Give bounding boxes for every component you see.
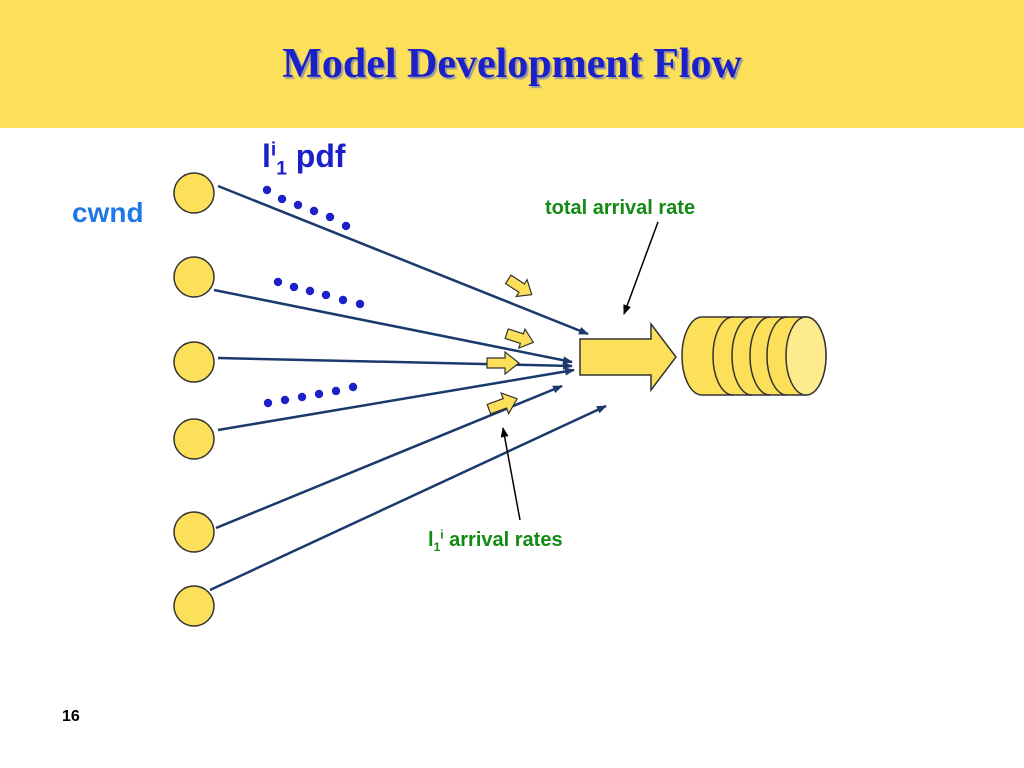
arrival-rates-label: l1i arrival rates — [428, 527, 563, 554]
source-node-4 — [173, 418, 215, 460]
small-arrow-1 — [504, 274, 533, 298]
flow-line-1 — [217, 184, 589, 336]
small-arrow-3 — [486, 350, 520, 376]
source-node-5 — [173, 511, 215, 553]
source-node-6 — [173, 585, 215, 627]
pdf-label: li1 pdf — [262, 138, 346, 180]
flow-line-3 — [217, 356, 573, 370]
total-rate-pointer — [623, 221, 659, 315]
source-node-1 — [173, 172, 215, 214]
small-arrow-4 — [486, 391, 518, 416]
dot-row-2 — [273, 277, 365, 309]
source-node-3 — [173, 341, 215, 383]
dot-row-1 — [262, 185, 351, 231]
queue-cylinder — [681, 316, 827, 396]
flow-line-6 — [209, 404, 607, 592]
cwnd-label: cwnd — [72, 197, 144, 228]
arrival-rates-pointer — [500, 427, 521, 521]
aggregate-arrow — [579, 321, 677, 393]
flow-line-4 — [217, 367, 575, 432]
total-arrival-rate-label: total arrival rate — [545, 197, 696, 219]
flow-line-5 — [215, 384, 563, 530]
dot-row-3 — [263, 382, 358, 408]
small-arrow-2 — [504, 327, 535, 350]
slide-header — [0, 0, 1024, 128]
source-node-2 — [173, 256, 215, 298]
flow-line-2 — [213, 288, 573, 365]
slide-title: Model Development Flow — [282, 41, 742, 87]
page-number: 16 — [62, 708, 80, 725]
